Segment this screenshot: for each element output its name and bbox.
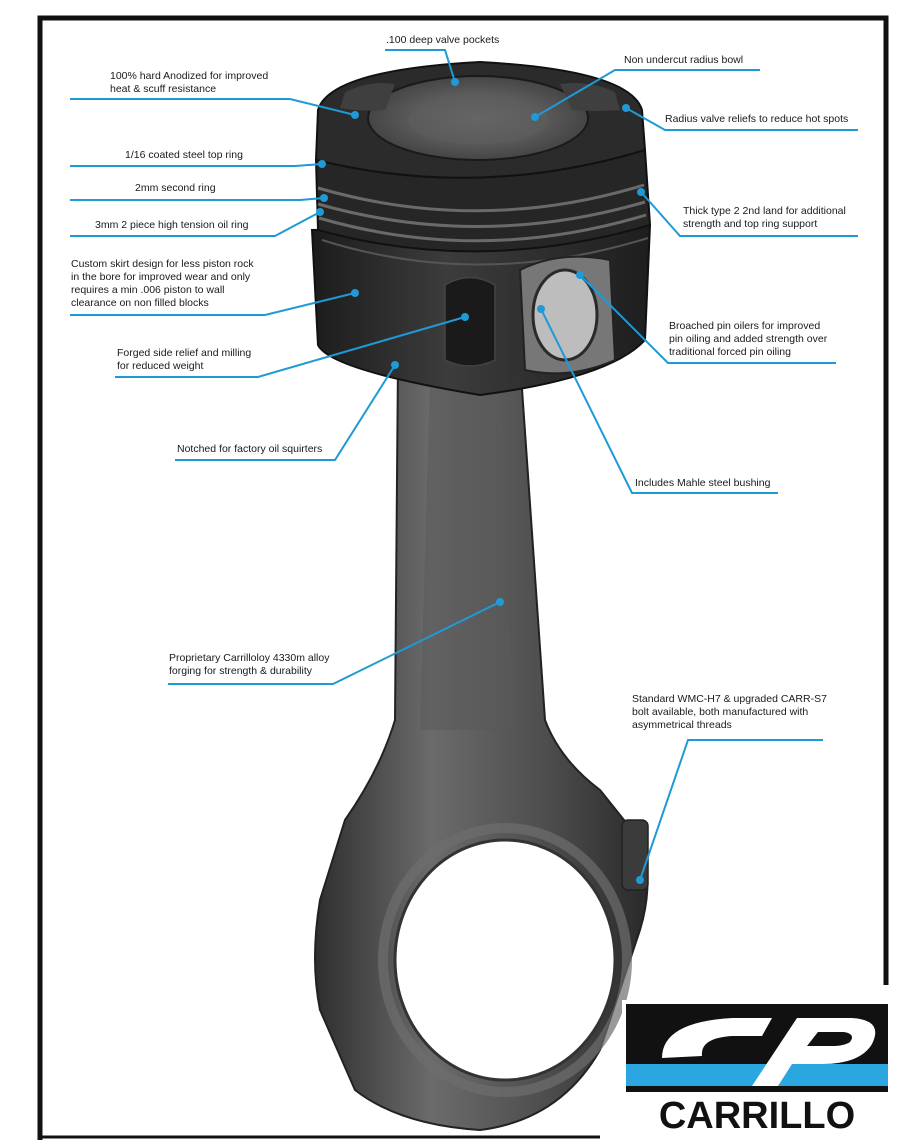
callout-forging: Proprietary Carrilloloy 4330m alloy forg…	[169, 652, 330, 677]
leader-notched	[175, 361, 399, 461]
leader-valve-reliefs	[622, 104, 858, 131]
leader-anodized	[70, 98, 359, 119]
leader-forging	[168, 598, 504, 685]
callout-pin-oilers: Broached pin oilers for improved pin oil…	[669, 320, 828, 358]
leader-bolt	[636, 739, 823, 884]
piston	[310, 60, 652, 397]
connecting-rod	[314, 359, 649, 1132]
callout-oil-ring: 3mm 2 piece high tension oil ring	[95, 219, 249, 231]
callout-radius-bowl: Non undercut radius bowl	[624, 54, 744, 66]
wrist-pin-bore	[531, 268, 599, 362]
big-end-bore	[393, 838, 617, 1082]
leader-top-ring	[70, 160, 326, 168]
carrillo-wordmark: CARRILLO	[658, 1095, 856, 1137]
callout-bushing: Includes Mahle steel bushing	[635, 477, 771, 489]
callout-top-ring: 1/16 coated steel top ring	[125, 149, 243, 161]
carrillo-logo-mark	[626, 1004, 888, 1092]
leader-pin-oilers	[576, 271, 836, 364]
callout-side-relief: Forged side relief and milling for reduc…	[117, 347, 252, 372]
callout-skirt: Custom skirt design for less piston rock…	[71, 258, 254, 309]
callout-anodized: 100% hard Anodized for improved heat & s…	[110, 70, 269, 95]
carrillo-logo: CARRILLO	[622, 1000, 892, 1138]
leader-second-ring	[70, 194, 328, 202]
leader-oil-ring	[70, 208, 324, 237]
callout-notched: Notched for factory oil squirters	[177, 443, 323, 455]
leader-side-relief	[115, 313, 469, 378]
leader-valve-pockets	[385, 49, 459, 86]
leader-radius-bowl	[531, 69, 760, 121]
callout-valve-reliefs: Radius valve reliefs to reduce hot spots	[665, 113, 849, 125]
callout-valve-pockets: .100 deep valve pockets	[386, 34, 500, 46]
callout-bolt: Standard WMC-H7 & upgraded CARR-S7 bolt …	[632, 693, 827, 731]
leader-thick-land	[637, 188, 858, 237]
callout-thick-land: Thick type 2 2nd land for additional str…	[683, 205, 846, 230]
leader-skirt	[70, 289, 359, 316]
leader-bushing	[537, 305, 778, 494]
callout-second-ring: 2mm second ring	[135, 182, 216, 194]
